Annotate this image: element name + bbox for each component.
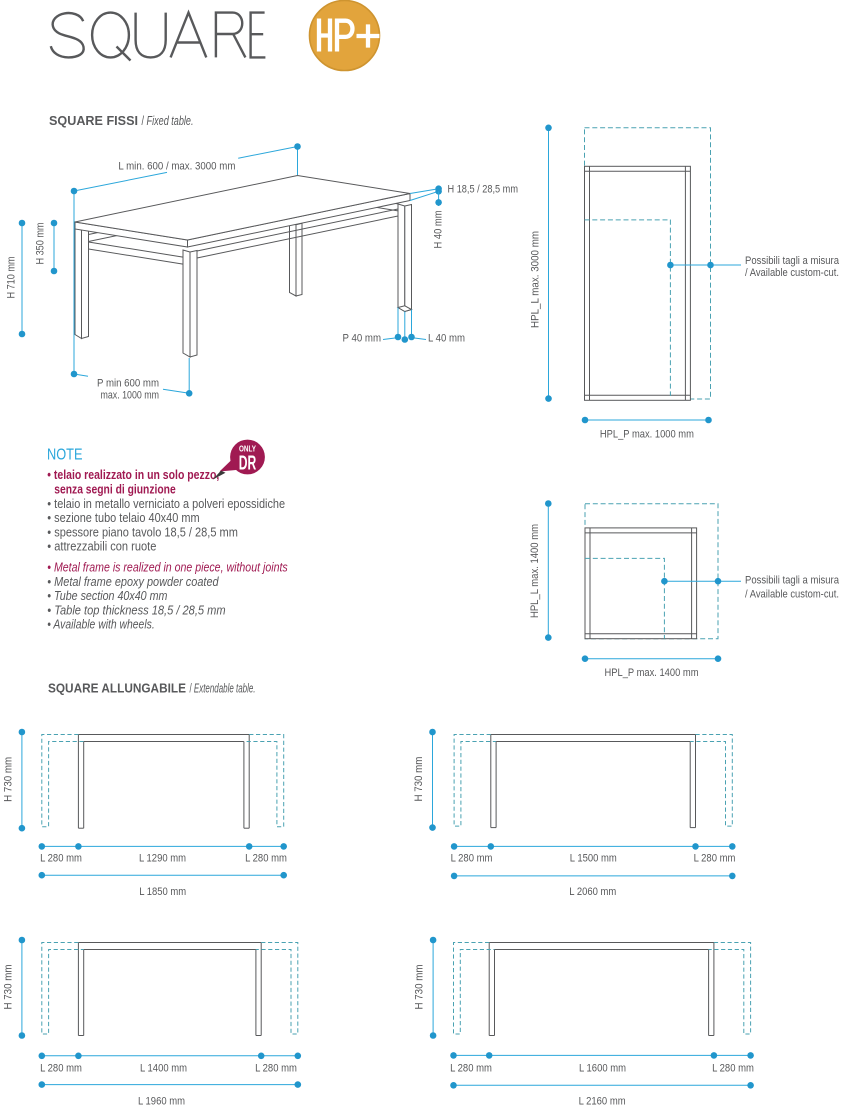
svg-text:L 280 mm: L 280 mm bbox=[255, 1063, 297, 1075]
svg-text:Possibili tagli a misura: Possibili tagli a misura bbox=[745, 574, 840, 586]
svg-text:H 350 mm: H 350 mm bbox=[35, 223, 47, 265]
svg-text:• sezione tubo telaio 40x40 mm: • sezione tubo telaio 40x40 mm bbox=[47, 510, 199, 525]
svg-text:L 280 mm: L 280 mm bbox=[245, 853, 287, 865]
svg-text:HPL_L max. 3000 mm: HPL_L max. 3000 mm bbox=[530, 231, 542, 328]
svg-text:L 1850 mm: L 1850 mm bbox=[139, 886, 186, 898]
svg-text:H 18,5 / 28,5 mm: H 18,5 / 28,5 mm bbox=[448, 183, 519, 195]
svg-text:H 40 mm: H 40 mm bbox=[433, 211, 445, 249]
svg-text:P 40 mm: P 40 mm bbox=[343, 332, 382, 344]
svg-text:L 2060 mm: L 2060 mm bbox=[569, 886, 616, 898]
svg-text:• telaio realizzato in un solo: • telaio realizzato in un solo pezzo, bbox=[47, 467, 219, 482]
svg-text:L 280 mm: L 280 mm bbox=[450, 1063, 492, 1075]
svg-text:L 40 mm: L 40 mm bbox=[428, 332, 465, 344]
svg-text:/ Fixed table.: / Fixed table. bbox=[142, 114, 194, 128]
svg-text:• spessore piano tavolo 18,5 /: • spessore piano tavolo 18,5 / 28,5 mm bbox=[47, 524, 238, 539]
svg-text:P min 600 mm: P min 600 mm bbox=[97, 378, 159, 390]
svg-text:H 710 mm: H 710 mm bbox=[6, 257, 18, 299]
svg-text:• Metal frame is realized in o: • Metal frame is realized in one piece, … bbox=[47, 560, 288, 575]
svg-text:/ Available custom-cut.: / Available custom-cut. bbox=[745, 267, 839, 279]
svg-text:L 2160 mm: L 2160 mm bbox=[579, 1096, 626, 1108]
svg-text:L 280 mm: L 280 mm bbox=[40, 853, 82, 865]
svg-text:H 730 mm: H 730 mm bbox=[3, 757, 15, 802]
svg-text:HPL_P max. 1000 mm: HPL_P max. 1000 mm bbox=[600, 428, 694, 440]
svg-text:L 1960 mm: L 1960 mm bbox=[138, 1096, 185, 1108]
svg-text:L 1290 mm: L 1290 mm bbox=[139, 853, 186, 865]
svg-text:L 280 mm: L 280 mm bbox=[694, 853, 736, 865]
svg-text:H 730 mm: H 730 mm bbox=[414, 965, 426, 1010]
svg-text:L 1500 mm: L 1500 mm bbox=[570, 853, 617, 865]
svg-text:L 280 mm: L 280 mm bbox=[712, 1063, 754, 1075]
svg-text:ONLY: ONLY bbox=[239, 445, 257, 454]
svg-text:L 280 mm: L 280 mm bbox=[40, 1063, 82, 1075]
svg-text:/ Available custom-cut.: / Available custom-cut. bbox=[745, 589, 839, 601]
svg-text:• Available with wheels.: • Available with wheels. bbox=[47, 617, 154, 632]
svg-text:L 1400 mm: L 1400 mm bbox=[140, 1063, 187, 1075]
svg-text:/ Extendable table.: / Extendable table. bbox=[190, 681, 256, 695]
svg-text:• Tube section 40x40 mm: • Tube section 40x40 mm bbox=[47, 588, 167, 603]
svg-text:• Table top thickness 18,5 / 2: • Table top thickness 18,5 / 28,5 mm bbox=[47, 602, 225, 617]
svg-text:SQUARE ALLUNGABILE: SQUARE ALLUNGABILE bbox=[48, 681, 186, 695]
svg-text:Possibili tagli a misura: Possibili tagli a misura bbox=[745, 255, 840, 267]
svg-text:HPL_P max. 1400 mm: HPL_P max. 1400 mm bbox=[605, 667, 699, 679]
svg-text:SQUARE FISSI: SQUARE FISSI bbox=[49, 114, 138, 128]
svg-text:senza segni di giunzione: senza segni di giunzione bbox=[54, 482, 175, 497]
svg-text:L min. 600 / max. 3000 mm: L min. 600 / max. 3000 mm bbox=[118, 161, 235, 173]
svg-text:H 730 mm: H 730 mm bbox=[413, 757, 425, 802]
svg-text:L 1600 mm: L 1600 mm bbox=[579, 1063, 626, 1075]
svg-text:max. 1000 mm: max. 1000 mm bbox=[101, 390, 160, 402]
svg-text:HPL_L max. 1400 mm: HPL_L max. 1400 mm bbox=[529, 524, 541, 618]
svg-text:L 280 mm: L 280 mm bbox=[451, 853, 493, 865]
svg-text:• Metal frame epoxy powder coa: • Metal frame epoxy powder coated bbox=[47, 574, 219, 589]
svg-text:• telaio in metallo verniciato: • telaio in metallo verniciato a polveri… bbox=[47, 496, 285, 511]
svg-text:• attrezzabili con ruote: • attrezzabili con ruote bbox=[47, 539, 156, 554]
svg-text:NOTE: NOTE bbox=[47, 447, 83, 464]
svg-text:H 730 mm: H 730 mm bbox=[3, 965, 15, 1010]
svg-text:DR: DR bbox=[239, 453, 257, 475]
